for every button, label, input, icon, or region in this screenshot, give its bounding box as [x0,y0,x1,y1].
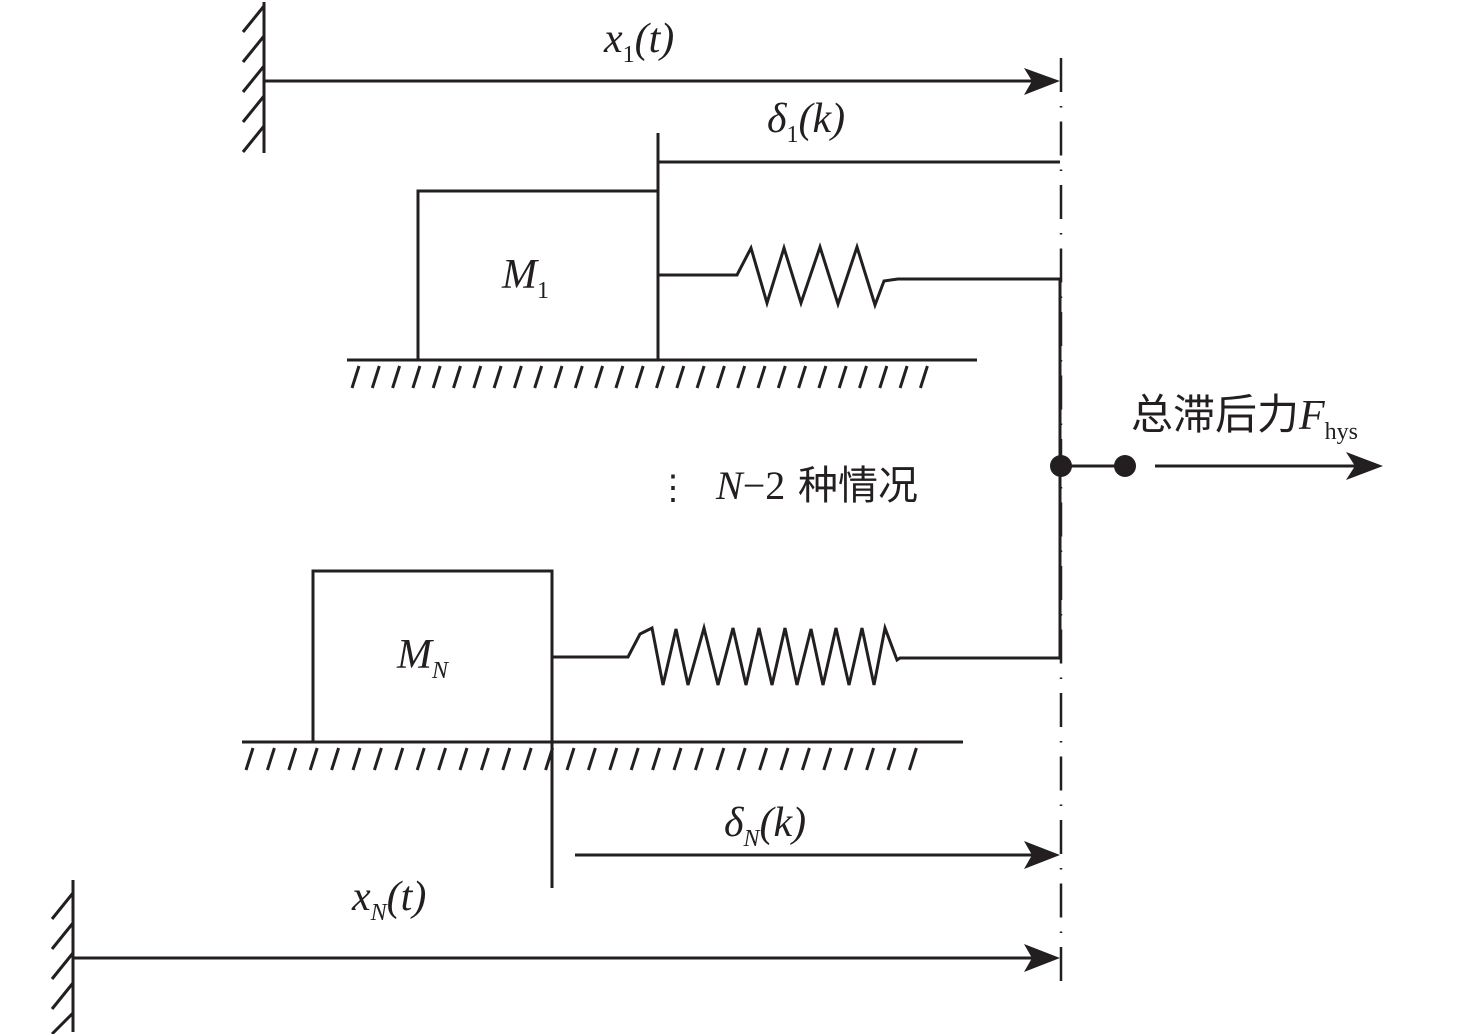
ground-hatch [822,747,833,771]
arrow-x1 [264,68,1060,95]
ground-hatch [776,365,787,389]
ground-hatch [756,365,767,389]
ground-hatch [244,747,255,771]
ground-hatch [533,365,544,389]
ground-hatch [522,747,533,771]
ground-hatch [479,747,490,771]
ground-hatch [779,747,790,771]
ground-hatch [472,365,483,389]
ground-hatch [415,747,426,771]
ground-hatch [898,365,909,389]
ground-hatch [672,747,683,771]
line-deltaN [550,742,1060,888]
ground-hatch [837,365,848,389]
ground-hatch [797,365,808,389]
ground-hatch [614,365,625,389]
ground-hatch [715,365,726,389]
ground-hatch [351,747,362,771]
ground-hatch [736,365,747,389]
wall-bottom [50,880,75,1034]
spring-1 [658,242,1060,310]
ground-hatch [287,747,298,771]
label-xN: xN(t) [352,874,427,926]
ground-N [242,740,963,771]
ground-hatch [907,747,918,771]
ground-hatch [330,747,341,771]
ground-hatch [655,365,665,389]
ground-hatch [918,365,929,389]
ground-hatch [370,365,381,389]
ground-hatch [452,365,462,389]
spring-N [552,622,1060,686]
ground-hatch [431,365,442,389]
ground-hatch [372,747,383,771]
wall-top [241,2,266,153]
ground-hatch [350,365,361,389]
ground-hatch [758,747,769,771]
ground-hatch [553,365,564,389]
ground-hatch [437,747,448,771]
label-mass-1: M1 [502,252,549,304]
arrow-xN [73,944,1060,972]
connector-bar [1050,279,1136,658]
ground-hatch [736,747,747,771]
ground-hatch [878,365,889,389]
label-x1: x1(t) [604,16,675,68]
ground-hatch [565,747,576,771]
ground-hatch [411,365,422,389]
ground-hatch [693,747,704,771]
label-deltaN: δN(k) [724,800,807,852]
ground-hatch [394,747,405,771]
ground-hatch [715,747,726,771]
ground-hatch [501,747,512,771]
ground-hatch [265,747,276,771]
ground-hatch [492,365,503,389]
ground-hatch [308,747,319,771]
ground-1 [347,358,977,389]
ground-hatch [886,747,897,771]
ground-hatch [573,365,584,389]
ground-hatch [675,365,686,389]
ground-hatch [800,747,811,771]
line-delta1 [656,133,1060,360]
label-mass-N: MN [397,632,449,684]
ground-hatch [651,747,662,771]
ground-hatch [512,365,523,389]
ground-hatch [629,747,640,771]
node-right [1114,455,1136,477]
ground-hatch [391,365,402,389]
ground-hatch [817,365,828,389]
ground-hatch [843,747,854,771]
label-total-force: 总滞后力Fhys [1131,390,1359,445]
ground-hatch [865,747,876,771]
ground-hatch [634,365,645,389]
ground-hatch [458,747,469,771]
ground-hatch [858,365,868,389]
ground-hatch [594,365,605,389]
ground-hatch [586,747,597,771]
ground-hatch [695,365,706,389]
label-delta1: δ1(k) [767,96,846,148]
label-cases: ⋮N−2 种情况 [656,463,918,509]
vertical-ellipsis-icon: ⋮ [656,470,690,507]
ground-hatch [608,747,619,771]
arrow-force [1155,452,1383,480]
